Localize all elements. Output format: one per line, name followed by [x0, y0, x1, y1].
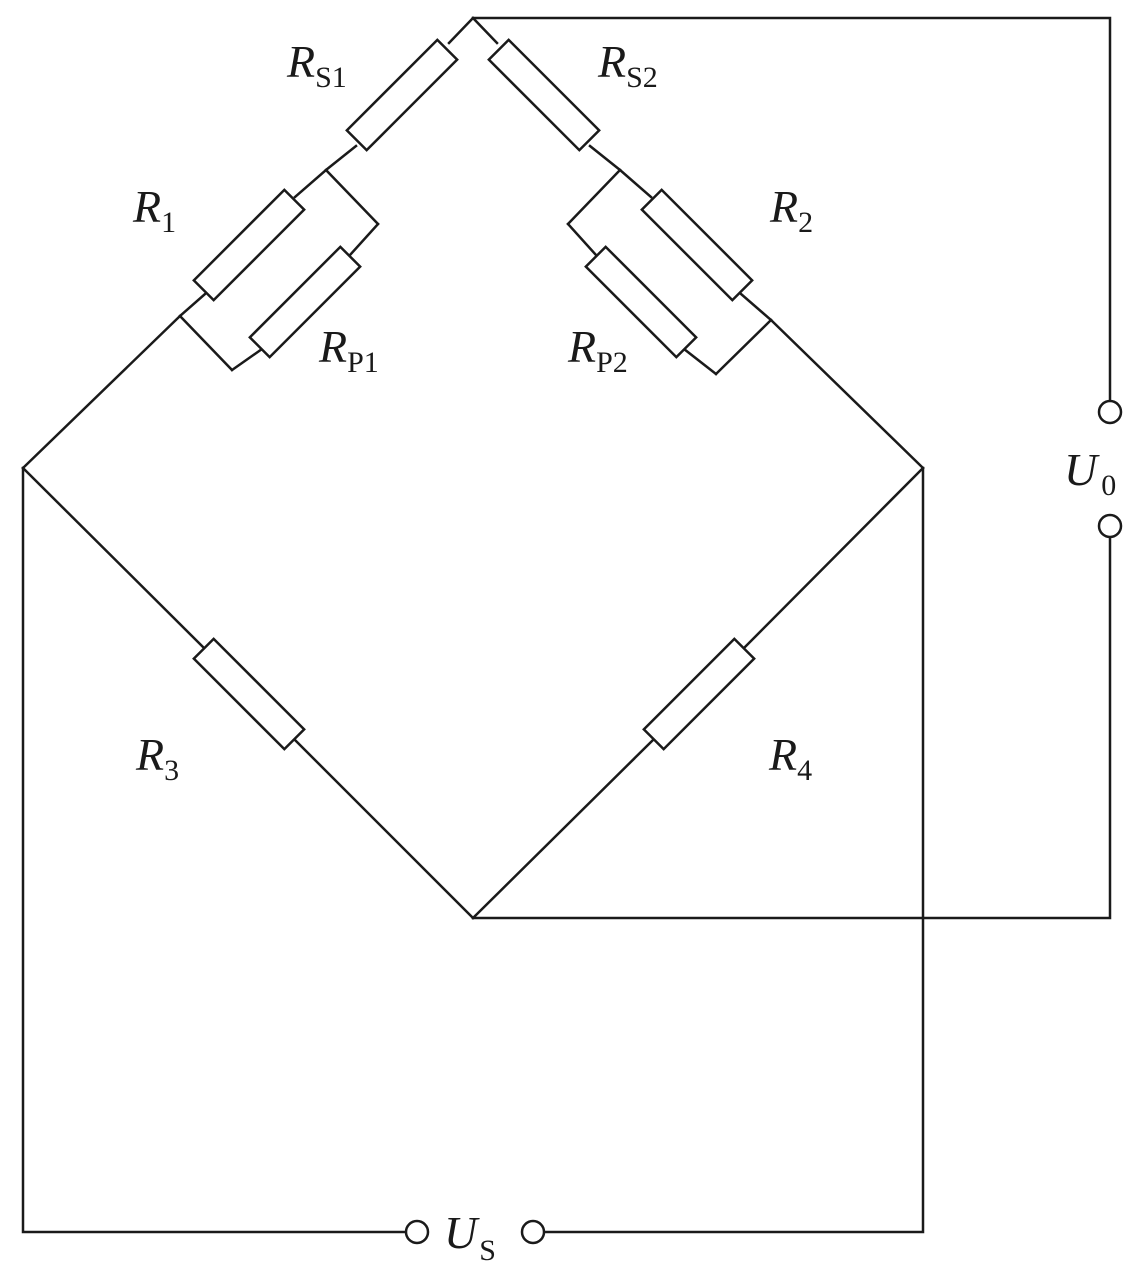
us-terminal-right — [520, 1219, 546, 1245]
resistor-r4 — [642, 637, 756, 751]
wire-r4-to-bottom-node — [471, 738, 655, 920]
label-rs1-main: R — [286, 36, 315, 87]
wire-left-node-to-us — [21, 466, 407, 1234]
label-rp2-main: R — [567, 321, 596, 372]
resistor-r3 — [192, 637, 306, 751]
label-rp2-sub: P2 — [596, 346, 628, 379]
wire-r2-to-r2-bottom-node — [739, 292, 773, 322]
wire-r2-node-to-r2 — [618, 168, 653, 199]
wire-r2-node-to-rp2-branch — [566, 168, 622, 226]
label-rs1-sub: S1 — [315, 61, 347, 94]
label-rp1: RP1 — [318, 321, 379, 379]
label-r4-main: R — [768, 729, 797, 780]
label-r1-sub: 1 — [161, 206, 176, 239]
resistor-r2 — [640, 188, 754, 302]
label-r3-sub: 3 — [164, 754, 179, 787]
resistor-rs2 — [487, 38, 601, 152]
wire-r1-bottom-node-to-left-node — [21, 314, 182, 470]
label-rs1: RS1 — [286, 36, 347, 94]
wire-r2-bottom-node-to-right-node — [769, 318, 925, 470]
wire-r3-to-bottom-node — [293, 738, 475, 920]
wire-rs2-to-r2-node — [588, 144, 622, 172]
label-r1-main: R — [132, 181, 161, 232]
wire-r1-to-r1-bottom-node — [178, 292, 207, 318]
label-rs2: RS2 — [597, 36, 658, 94]
wires — [21, 16, 1112, 1234]
label-us-sub: S — [479, 1234, 496, 1267]
label-r2-sub: 2 — [798, 206, 813, 239]
u0-terminal-bottom — [1097, 513, 1123, 539]
wire-rp1-bottom-to-node — [178, 314, 234, 372]
label-r2-main: R — [769, 181, 798, 232]
wire-right-node-to-r4 — [743, 466, 925, 649]
label-r4-sub: 4 — [797, 754, 812, 787]
resistors — [192, 38, 756, 751]
label-rs2-sub: S2 — [626, 61, 658, 94]
u0-terminal-top — [1097, 399, 1123, 425]
wire-top-to-rs2 — [471, 16, 499, 45]
resistor-r1 — [192, 188, 306, 302]
label-rp1-main: R — [318, 321, 347, 372]
wire-rp1-branch-to-rp1 — [348, 222, 380, 257]
label-r3-main: R — [135, 729, 164, 780]
wire-rp2-branch-to-rp2 — [566, 222, 598, 257]
label-us-main: U — [444, 1207, 480, 1258]
label-u0-main: U — [1064, 444, 1100, 495]
label-us: US — [444, 1207, 496, 1267]
resistor-rp2 — [584, 245, 698, 359]
wire-top-to-u0 — [471, 16, 1112, 402]
label-u0-sub: 0 — [1101, 469, 1116, 502]
wire-r1-node-to-r1 — [293, 168, 328, 199]
label-r2: R2 — [769, 181, 813, 239]
wire-r1-node-to-rp1-branch — [324, 168, 380, 226]
label-r3: R3 — [135, 729, 179, 787]
terminals — [404, 399, 1123, 1245]
wire-u0-to-bottom-node — [471, 536, 1112, 920]
label-r1: R1 — [132, 181, 176, 239]
wire-top-to-rs1 — [447, 16, 475, 45]
wire-left-node-to-r3 — [21, 466, 205, 649]
wire-rp2-bottom-to-node — [714, 318, 773, 376]
label-r4: R4 — [768, 729, 812, 787]
label-rs2-main: R — [597, 36, 626, 87]
resistor-rs1 — [345, 38, 459, 152]
wire-right-node-to-us — [543, 466, 925, 1234]
label-rp2: RP2 — [567, 321, 628, 379]
us-terminal-left — [404, 1219, 430, 1245]
resistor-rp1 — [248, 245, 362, 359]
label-rp1-sub: P1 — [347, 346, 379, 379]
wire-rp1-to-rp1-bottom — [230, 347, 264, 372]
wire-rs1-to-r1-node — [324, 144, 358, 172]
wire-rp2-to-rp2-bottom — [682, 347, 718, 376]
